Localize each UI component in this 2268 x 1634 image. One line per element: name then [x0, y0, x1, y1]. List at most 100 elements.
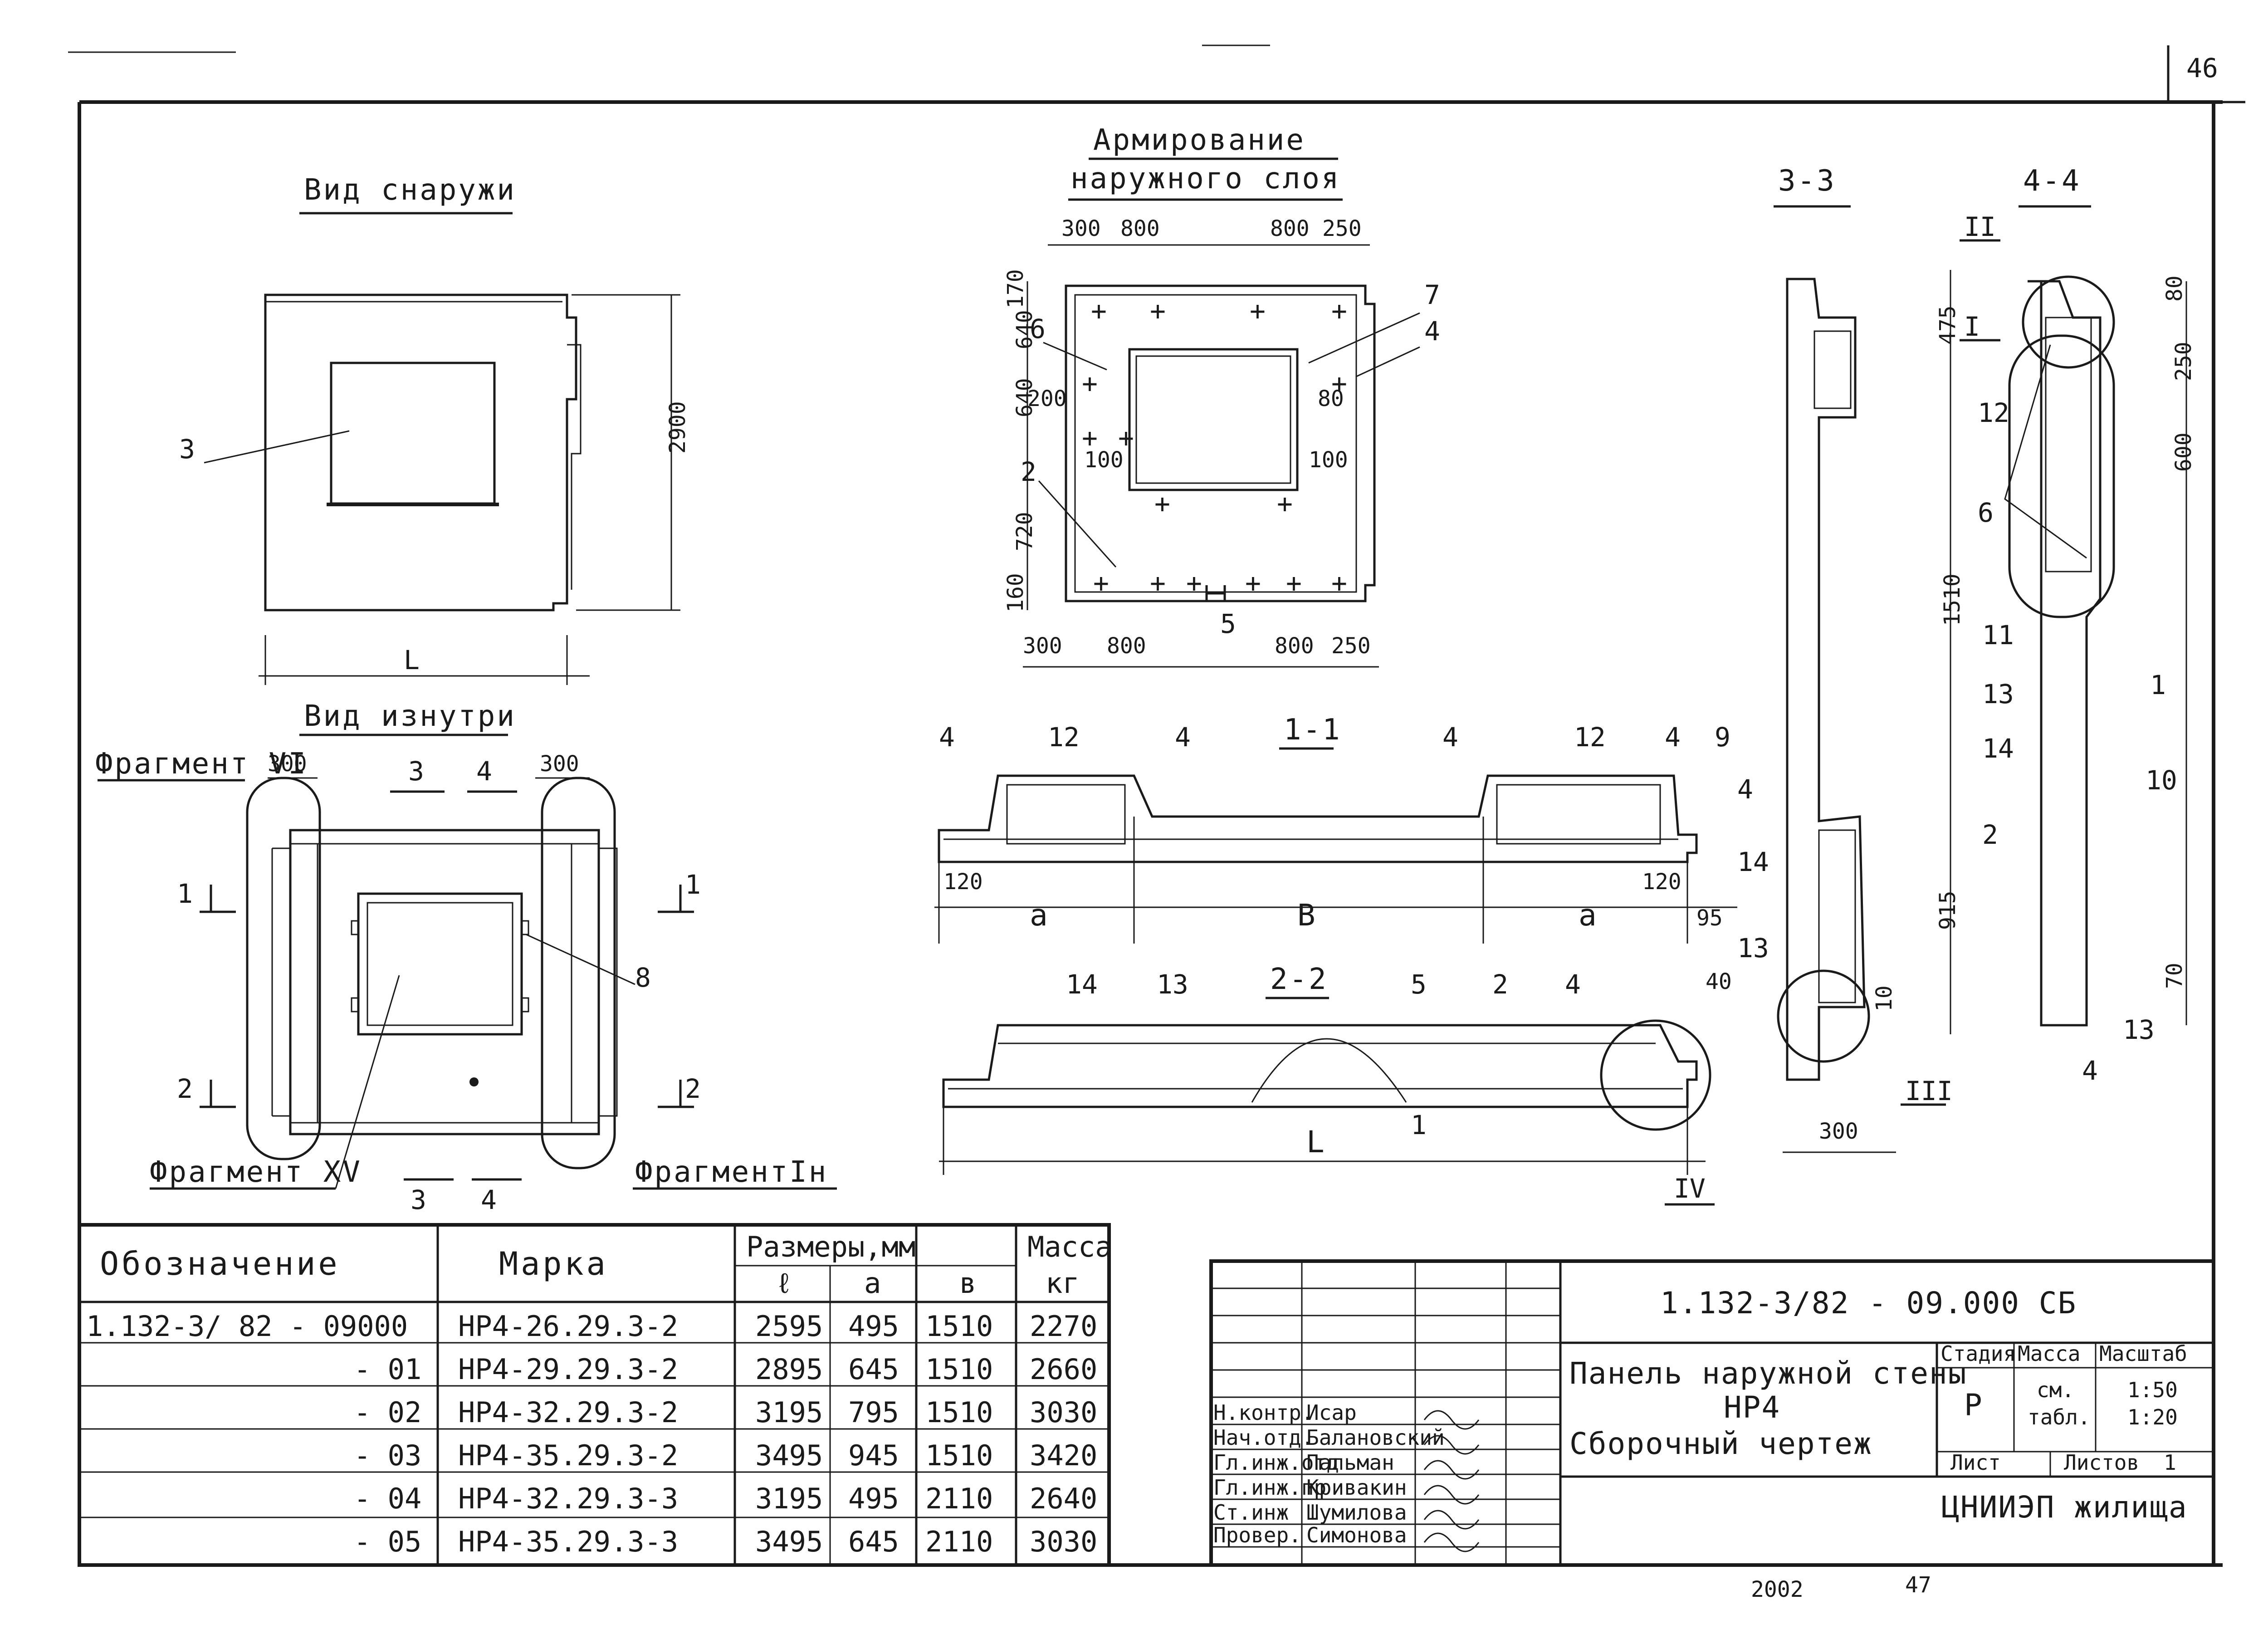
inside-view: Вид изнутри Фрагмент VI 300 300 3 4 1 1	[95, 700, 837, 1215]
row-2-mass: 2660	[1030, 1353, 1097, 1386]
reinf-left-dim-3: 640	[1012, 378, 1037, 417]
svg-text:+: +	[1245, 567, 1261, 598]
tb-scale-1: 1:50	[2127, 1378, 2178, 1402]
reinf-inner-dim-100b: 100	[1309, 447, 1348, 473]
reinf-left-dim-5: 160	[1003, 573, 1028, 612]
s11-label-4b: 4	[1175, 722, 1191, 753]
outside-pos-label: 3	[179, 434, 195, 465]
tb-scale-2: 1:20	[2127, 1405, 2178, 1429]
tb-name-role-3: Пальман	[1306, 1450, 1394, 1475]
reinf-left-dim-2: 640	[1012, 310, 1037, 349]
inside-dim-left: 300	[268, 751, 307, 777]
spec-header-dims: Размеры,мм	[746, 1230, 915, 1263]
tb-role-2: Нач.отд.	[1213, 1425, 1314, 1450]
row-4-mass: 3420	[1030, 1439, 1097, 1472]
section-4-4: 4-4 II I 80 250 600 70 12 6 11 13 14 2 1…	[1960, 164, 2196, 1086]
reinf-pos-2: 2	[1021, 456, 1036, 487]
row-3-mark: НР4-32.29.3-2	[458, 1396, 678, 1429]
s11-label-4c: 4	[1442, 722, 1458, 753]
row-2-a: 645	[848, 1353, 899, 1386]
s11-dim-120a: 120	[943, 869, 983, 895]
row-4-mark: НР4-35.29.3-2	[458, 1439, 678, 1472]
reinforcement-subtitle: наружного слоя	[1070, 162, 1340, 196]
spec-header-mark: Марка	[499, 1245, 608, 1282]
svg-text:+: +	[1082, 368, 1098, 399]
s22-label-4: 4	[1565, 969, 1581, 1000]
tb-role-6: Провер.	[1213, 1523, 1301, 1547]
outside-view-title: Вид снаружи	[304, 173, 516, 207]
row-5-a: 495	[848, 1482, 899, 1515]
row-5-b: 2110	[925, 1482, 993, 1515]
reinf-inner-dim-100a: 100	[1084, 447, 1124, 473]
reinf-inner-dim-80: 80	[1318, 386, 1344, 411]
inside-cut1-right: 1	[685, 869, 701, 900]
s33-dim-915: 915	[1935, 890, 1960, 930]
s44-label-10: 10	[2146, 765, 2177, 796]
s11-label-4d: 4	[1665, 722, 1681, 753]
tb-mass-2: табл.	[2028, 1405, 2090, 1429]
svg-text:+: +	[1331, 295, 1347, 326]
reinf-pos-7: 7	[1424, 279, 1440, 310]
tb-sheets-label: Листов	[2064, 1450, 2139, 1475]
s22-fragment-iv: IV	[1674, 1173, 1706, 1204]
s22-label-14: 14	[1066, 969, 1098, 1000]
inside-dim-right: 300	[540, 751, 579, 777]
s11-label-12a: 12	[1048, 722, 1080, 753]
inside-cut2-right: 2	[685, 1073, 701, 1104]
signature-marks	[1423, 1410, 1480, 1552]
svg-text:+: +	[1091, 295, 1107, 326]
table-row: - 02 НР4-32.29.3-2 3195 795 1510 3030	[354, 1396, 1097, 1429]
svg-text:+: +	[1331, 368, 1347, 399]
s11-label-12b: 12	[1574, 722, 1606, 753]
footer-right: 47	[1905, 1572, 1931, 1598]
s11-dim-a2: a	[1579, 898, 1598, 933]
tb-name-role-5: Шумилова	[1306, 1500, 1407, 1525]
section-1-1-title: 1-1	[1284, 713, 1342, 747]
outside-length-dim: L	[404, 645, 420, 675]
row-4-l: 3495	[755, 1439, 823, 1472]
table-row: - 04 НР4-32.29.3-3 3195 495 2110 2640	[354, 1482, 1097, 1515]
s44-label-12: 12	[1978, 397, 2009, 428]
tb-stage-label: Стадия	[1941, 1341, 2016, 1366]
s44-fragment-i: I	[1964, 311, 1980, 342]
s11-label-9: 9	[1715, 722, 1730, 753]
tb-role-3: Гл.инж.отд	[1213, 1450, 1339, 1475]
tb-name-role-4: Кривакин	[1306, 1475, 1407, 1500]
inside-cut3-bottom: 3	[411, 1184, 426, 1215]
svg-text:+: +	[1331, 567, 1347, 598]
s44-dim-80: 80	[2162, 275, 2187, 302]
s11-dim-a1: a	[1030, 898, 1049, 933]
s33-label-13: 13	[1737, 933, 1769, 964]
footer-left: 2002	[1751, 1577, 1804, 1602]
outside-view: Вид снаружи 3 2900 L	[179, 173, 690, 685]
s44-label-14: 14	[1982, 733, 2014, 764]
spec-table: Обозначение Марка Размеры,мм Масса кг ℓ …	[78, 1223, 1112, 1567]
tb-name-3: Сборочный чертеж	[1569, 1426, 1872, 1461]
s33-dim-300: 300	[1819, 1119, 1858, 1144]
tb-stage: Р	[1964, 1388, 1983, 1423]
row-2-mark: НР4-29.29.3-2	[458, 1353, 678, 1386]
section-3-3: 3-3 475 1510 915 10 4 14 13 300 III	[1737, 164, 1965, 1153]
svg-text:+: +	[1250, 295, 1266, 326]
svg-text:+: +	[1186, 567, 1202, 598]
tb-mass-label: Масса	[2018, 1341, 2080, 1366]
svg-text:+: +	[1150, 295, 1166, 326]
reinf-inner-dim-200: 200	[1027, 386, 1067, 411]
s44-fragment-ii: II	[1964, 211, 1996, 242]
row-1-designation: 1.132-3/ 82 - 09000	[86, 1310, 408, 1343]
svg-text:+: +	[1082, 422, 1098, 453]
row-6-b: 2110	[925, 1525, 993, 1558]
row-6-designation: - 05	[354, 1525, 421, 1558]
s33-label-14: 14	[1737, 846, 1769, 877]
tb-sheets: 1	[2164, 1450, 2176, 1475]
section-2-2: 2-2 14 13 5 2 4 40 1 L IV	[939, 963, 1732, 1206]
fragment-vi-label: Фрагмент VI	[95, 747, 308, 781]
tb-scale-label: Масштаб	[2099, 1341, 2187, 1366]
s33-fragment-iii: III	[1905, 1076, 1953, 1106]
s44-label-4: 4	[2082, 1055, 2098, 1086]
reinf-bot-dim-2: 800	[1107, 633, 1146, 659]
row-2-l: 2895	[755, 1353, 823, 1386]
row-1-b: 1510	[925, 1310, 993, 1343]
s44-label-1: 1	[2150, 670, 2166, 700]
